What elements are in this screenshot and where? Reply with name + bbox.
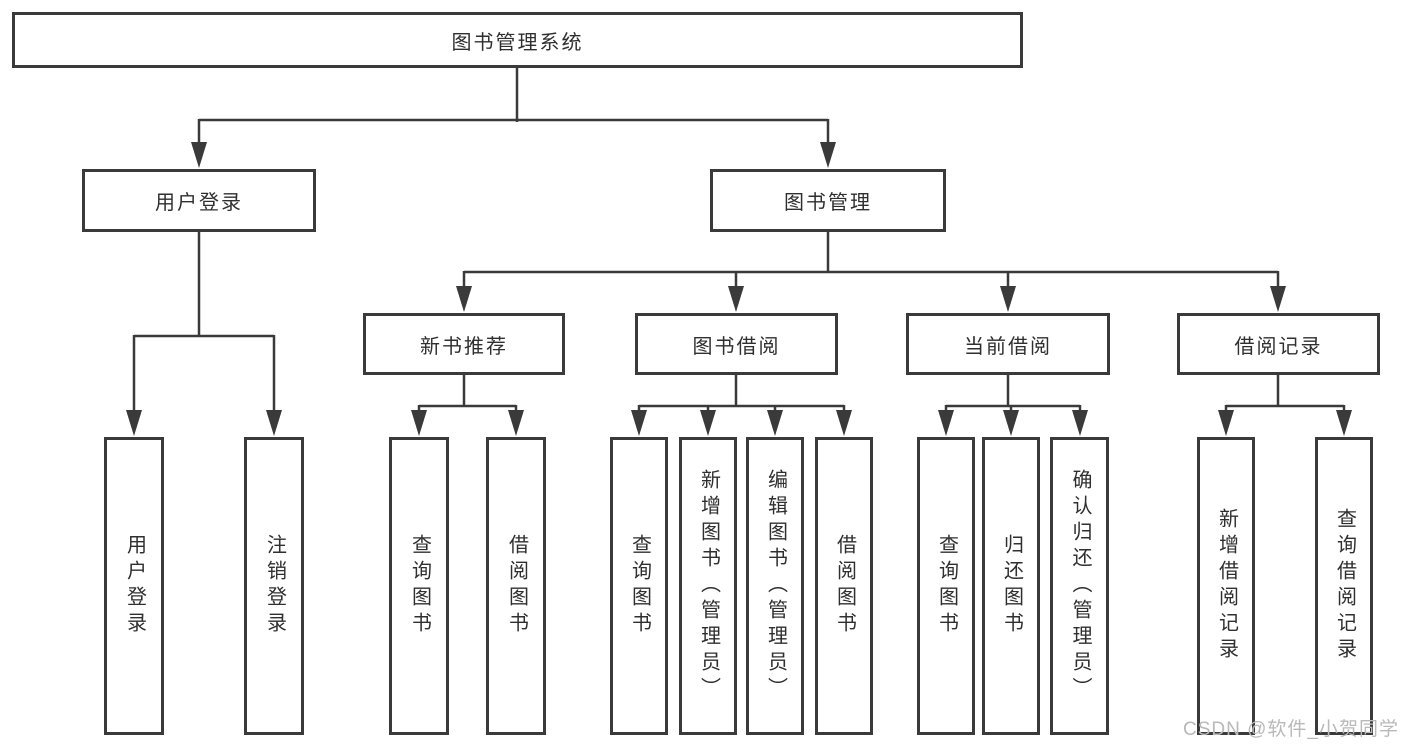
- connector-book-management-to-level3: [456, 232, 1286, 312]
- connector-current-borrow-to-leaves: [938, 375, 1088, 436]
- connector-user-login-to-leaves: [126, 232, 282, 436]
- leaf-add-borrow-record: 新增借阅记录: [1197, 437, 1255, 735]
- node-user-login-label: 用户登录: [155, 192, 243, 214]
- node-current-borrow-label: 当前借阅: [964, 335, 1052, 358]
- leaf-edit-books-admin-label: 编辑图书（管理员）: [764, 469, 787, 703]
- node-root-label: 图书管理系统: [451, 31, 584, 54]
- node-current-borrow: 当前借阅: [906, 313, 1110, 375]
- leaf-logout-label: 注销登录: [263, 534, 286, 638]
- node-new-book-recommend-label: 新书推荐: [420, 335, 508, 358]
- leaf-query-borrow-record-label: 查询借阅记录: [1333, 508, 1356, 664]
- leaf-recommend-query-books: 查询图书: [389, 437, 449, 735]
- node-borrow-records: 借阅记录: [1177, 313, 1380, 375]
- leaf-confirm-return-admin-label: 确认归还（管理员）: [1069, 469, 1091, 703]
- leaf-add-books-admin-label: 新增图书（管理员）: [697, 469, 720, 703]
- node-user-login: 用户登录: [82, 169, 316, 232]
- connector-book-borrow-to-leaves: [631, 375, 852, 436]
- leaf-recommend-borrow-books-label: 借阅图书: [505, 534, 528, 638]
- connector-root-to-level2: [191, 68, 836, 168]
- leaf-current-query-books: 查询图书: [917, 437, 975, 735]
- connector-borrow-records-to-leaves: [1218, 375, 1352, 436]
- leaf-user-login-label: 用户登录: [123, 534, 146, 638]
- node-borrow-records-label: 借阅记录: [1234, 335, 1323, 358]
- leaf-return-books-label: 归还图书: [1000, 534, 1023, 638]
- leaf-borrow-query-books: 查询图书: [610, 437, 668, 735]
- node-new-book-recommend: 新书推荐: [363, 313, 565, 375]
- node-book-borrow-label: 图书借阅: [692, 335, 781, 358]
- leaf-recommend-query-books-label: 查询图书: [408, 534, 431, 638]
- leaf-borrow-books-label: 借阅图书: [833, 534, 856, 638]
- connector-new-book-recommend-to-leaves: [411, 375, 524, 436]
- leaf-confirm-return-admin: 确认归还（管理员）: [1050, 437, 1109, 735]
- node-book-borrow: 图书借阅: [635, 313, 838, 375]
- leaf-add-books-admin: 新增图书（管理员）: [679, 437, 737, 735]
- leaf-edit-books-admin: 编辑图书（管理员）: [746, 437, 804, 735]
- node-book-management: 图书管理: [710, 169, 946, 232]
- leaf-borrow-query-books-label: 查询图书: [628, 534, 651, 638]
- csdn-watermark: CSDN @软件_小贺同学: [1183, 719, 1399, 740]
- leaf-current-query-books-label: 查询图书: [935, 534, 958, 638]
- leaf-return-books: 归还图书: [982, 437, 1040, 735]
- leaf-add-borrow-record-label: 新增借阅记录: [1215, 508, 1238, 664]
- leaf-borrow-books: 借阅图书: [815, 437, 873, 735]
- node-root: 图书管理系统: [12, 12, 1023, 68]
- leaf-query-borrow-record: 查询借阅记录: [1315, 437, 1373, 735]
- node-book-management-label: 图书管理: [784, 192, 872, 214]
- leaf-logout: 注销登录: [244, 437, 304, 735]
- leaf-recommend-borrow-books: 借阅图书: [486, 437, 546, 735]
- leaf-user-login: 用户登录: [104, 437, 164, 735]
